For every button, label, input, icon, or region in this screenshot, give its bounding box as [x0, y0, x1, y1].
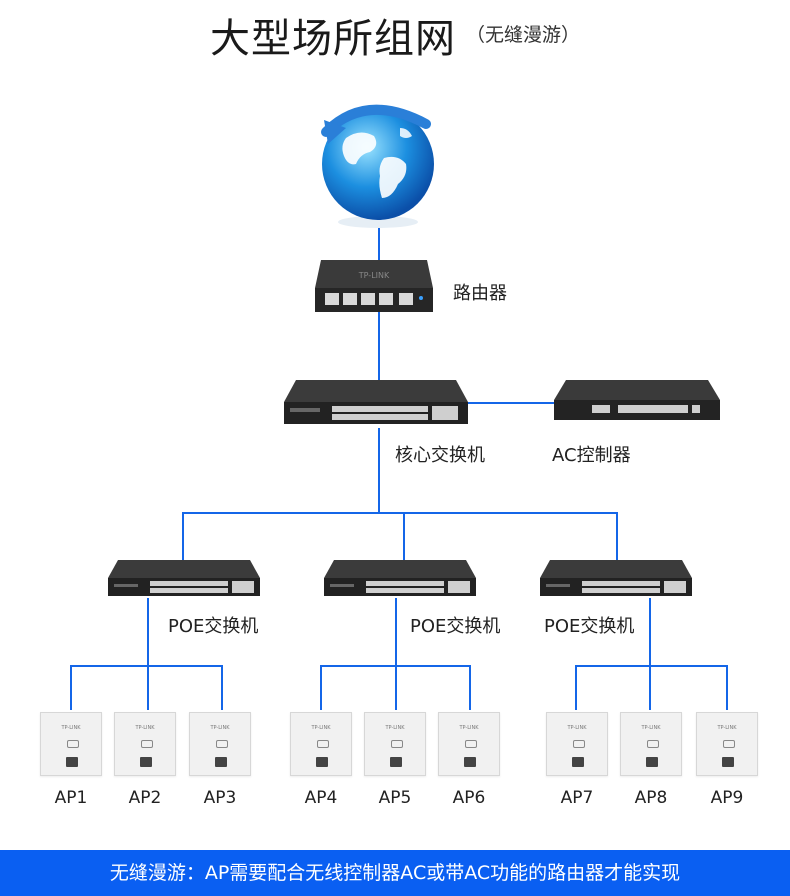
page-title: 大型场所组网	[210, 16, 456, 62]
ap-label-6: AP6	[452, 788, 486, 808]
access-point-8: TP-LINK	[620, 712, 682, 776]
ap-port-icon	[646, 757, 658, 767]
ap-brand: TP-LINK	[717, 725, 737, 731]
ap-brand: TP-LINK	[641, 725, 661, 731]
ap-brand: TP-LINK	[210, 725, 230, 731]
ap-label-2: AP2	[128, 788, 162, 808]
ap-label-4: AP4	[304, 788, 338, 808]
poe-switch-3-device	[540, 560, 692, 596]
ap-port-icon	[140, 757, 152, 767]
poe-switch-2-device	[324, 560, 476, 596]
ap-port-icon	[390, 757, 402, 767]
svg-text:TP-LINK: TP-LINK	[358, 271, 390, 280]
ap-led	[573, 740, 585, 748]
ap-port-icon	[215, 757, 227, 767]
access-point-2: TP-LINK	[114, 712, 176, 776]
access-point-7: TP-LINK	[546, 712, 608, 776]
ap-led	[141, 740, 153, 748]
ap-brand: TP-LINK	[61, 725, 81, 731]
ap-label-7: AP7	[560, 788, 594, 808]
core-switch-device	[284, 380, 468, 424]
link-poe3-aps	[575, 665, 728, 710]
link-distribution	[182, 512, 618, 562]
ap-label-9: AP9	[710, 788, 744, 808]
ap-led	[647, 740, 659, 748]
ap-led	[216, 740, 228, 748]
ap-brand: TP-LINK	[135, 725, 155, 731]
ap-port-icon	[316, 757, 328, 767]
ap-label-5: AP5	[378, 788, 412, 808]
ap-port-icon	[722, 757, 734, 767]
ap-led	[67, 740, 79, 748]
core-switch-label: 核心交换机	[395, 445, 485, 466]
poe-switch-1-label: POE交换机	[168, 616, 259, 637]
ap-brand: TP-LINK	[459, 725, 479, 731]
ap-brand: TP-LINK	[311, 725, 331, 731]
footer-banner: 无缝漫游：AP需要配合无线控制器AC或带AC功能的路由器才能实现	[0, 850, 790, 896]
ac-controller-label: AC控制器	[552, 445, 631, 466]
ap-brand: TP-LINK	[567, 725, 587, 731]
access-point-1: TP-LINK	[40, 712, 102, 776]
ap-port-icon	[572, 757, 584, 767]
link-poe1-aps	[70, 665, 223, 710]
poe-switch-1-device	[108, 560, 260, 596]
poe-switch-3-label: POE交换机	[544, 616, 635, 637]
ap-led	[391, 740, 403, 748]
access-point-4: TP-LINK	[290, 712, 352, 776]
ap-port-icon	[66, 757, 78, 767]
ap-label-8: AP8	[634, 788, 668, 808]
ac-controller-device	[554, 380, 720, 420]
access-point-5: TP-LINK	[364, 712, 426, 776]
ap-led	[723, 740, 735, 748]
access-point-3: TP-LINK	[189, 712, 251, 776]
page-subtitle: （无缝漫游）	[466, 24, 581, 46]
access-point-9: TP-LINK	[696, 712, 758, 776]
poe-switch-2-label: POE交换机	[410, 616, 501, 637]
ap-led	[465, 740, 477, 748]
ap-brand: TP-LINK	[385, 725, 405, 731]
router-label: 路由器	[453, 283, 507, 304]
ap-led	[317, 740, 329, 748]
access-point-6: TP-LINK	[438, 712, 500, 776]
internet-globe-icon	[321, 104, 434, 228]
ap-port-icon	[464, 757, 476, 767]
ap-label-3: AP3	[203, 788, 237, 808]
router-device: TP-LINK	[315, 260, 433, 312]
ap-label-1: AP1	[54, 788, 88, 808]
